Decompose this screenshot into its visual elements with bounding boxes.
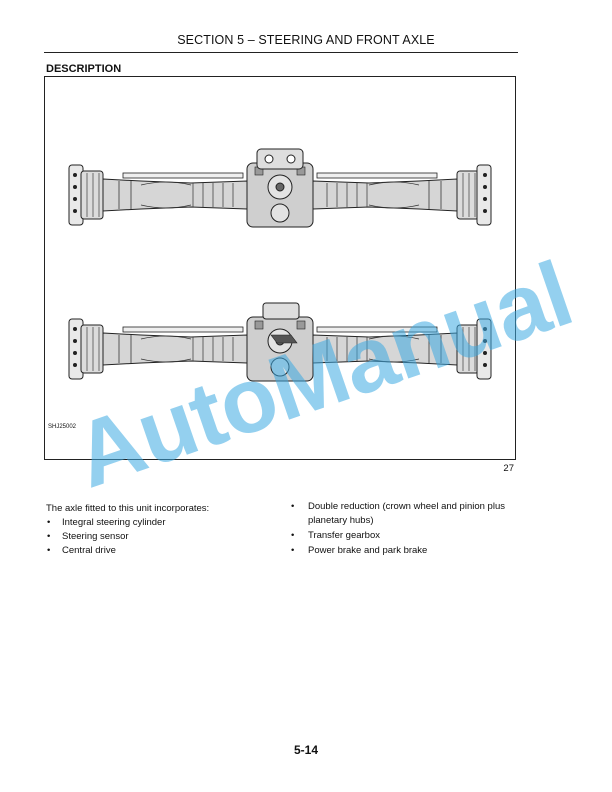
figure-frame: SHJ25002 bbox=[44, 76, 516, 460]
section-heading: DESCRIPTION bbox=[46, 63, 122, 75]
axle-top-view bbox=[68, 148, 492, 228]
list-item: Steering sensor bbox=[46, 530, 276, 544]
feature-list-right: Double reduction (crown wheel and pinion… bbox=[290, 500, 526, 558]
list-item: Central drive bbox=[46, 544, 276, 558]
list-item: Integral steering cylinder bbox=[46, 516, 276, 530]
header-divider bbox=[44, 52, 518, 53]
axle-illustration bbox=[68, 148, 492, 382]
list-item: Power brake and park brake bbox=[290, 544, 526, 558]
list-item: Double reduction (crown wheel and pinion… bbox=[290, 500, 526, 528]
figure-code: SHJ25002 bbox=[48, 424, 77, 430]
description-left-column: The axle fitted to this unit incorporate… bbox=[46, 502, 276, 558]
description-right-column: Double reduction (crown wheel and pinion… bbox=[290, 500, 526, 559]
feature-list-left: Integral steering cylinder Steering sens… bbox=[46, 516, 276, 558]
page-header-title: SECTION 5 – STEERING AND FRONT AXLE bbox=[177, 33, 435, 47]
axle-side-view bbox=[68, 302, 492, 382]
figure-number: 27 bbox=[503, 463, 514, 474]
list-item: Transfer gearbox bbox=[290, 529, 526, 543]
page-number: 5-14 bbox=[293, 743, 319, 757]
intro-text: The axle fitted to this unit incorporate… bbox=[46, 503, 210, 514]
